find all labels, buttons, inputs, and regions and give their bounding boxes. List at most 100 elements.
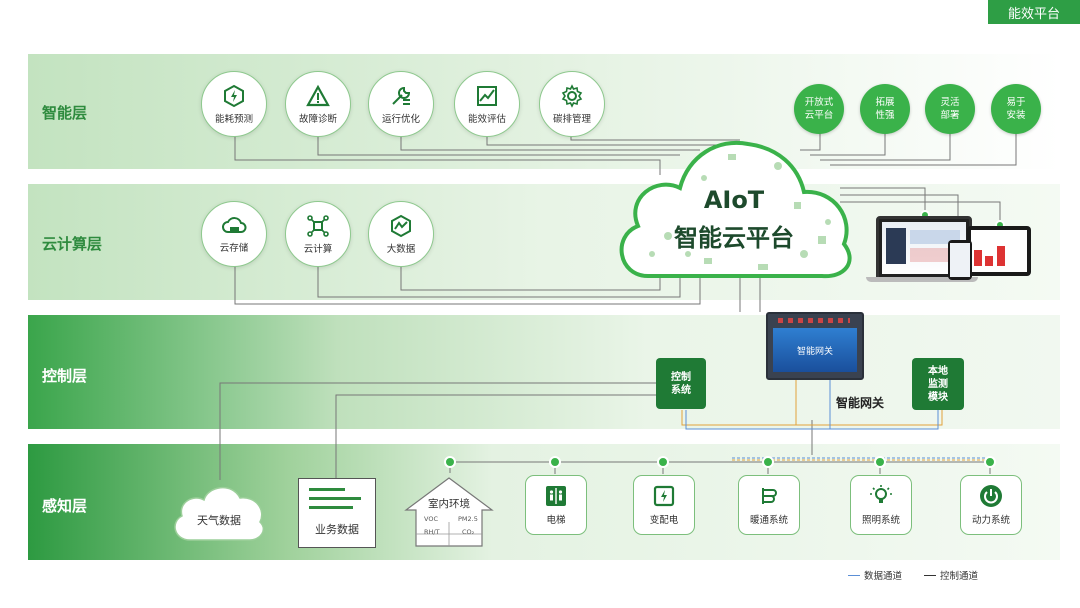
bus-node [657, 456, 669, 468]
warning-icon [306, 84, 330, 106]
weather-cloud-icon [174, 487, 264, 541]
business-data-label: 业务数据 [315, 523, 359, 536]
cloud-item-label: 大数据 [386, 243, 416, 255]
feature-flexible-deploy: 灵活部署 [925, 84, 975, 134]
feature-easy-install: 易于安装 [991, 84, 1041, 134]
feature-line: 灵活 [940, 97, 960, 108]
intel-item-energy-forecast[interactable]: 能耗预测 [201, 71, 267, 137]
cloud-item-label: 云计算 [303, 243, 333, 255]
gateway-device: 智能网关 [766, 312, 864, 380]
intel-item-label: 运行优化 [381, 113, 420, 125]
gateway-caption: 智能网关 [836, 396, 885, 410]
link-line [840, 187, 926, 215]
feature-line: 云平台 [804, 110, 834, 121]
legend-data-swatch [848, 574, 860, 576]
intel-item-operation-optimize[interactable]: 运行优化 [368, 71, 434, 137]
intel-item-efficiency-evaluation[interactable]: 能效评估 [454, 71, 520, 137]
cloud-item-storage[interactable]: 云存储 [201, 201, 267, 267]
aiot-title: AIoT [703, 186, 765, 214]
feature-extensible: 拓展性强 [860, 84, 910, 134]
corner-tag-label: 能效平台 [1007, 6, 1060, 22]
link-line [219, 382, 656, 480]
indoor-co2: CO₂ [462, 528, 475, 536]
weather-label: 天气数据 [197, 514, 241, 527]
feature-line: 易于 [1006, 97, 1026, 108]
layer-band-control [28, 315, 1060, 429]
legend-control-label: 控制通道 [940, 571, 979, 582]
intel-item-label: 故障诊断 [298, 113, 337, 125]
feature-line: 安装 [1006, 110, 1026, 121]
bus-node [549, 456, 561, 468]
power-icon [980, 485, 1002, 507]
data-analysis-icon [391, 214, 411, 237]
device-power-system[interactable]: 动力系统 [960, 475, 1022, 535]
bus-node [762, 456, 774, 468]
intel-item-fault-diagnosis[interactable]: 故障诊断 [285, 71, 351, 137]
intel-item-label: 碳排管理 [552, 113, 591, 125]
intel-item-label: 能效评估 [467, 113, 506, 125]
feature-line: 拓展 [875, 97, 895, 108]
cloud-shape [619, 140, 852, 279]
link-line [234, 250, 701, 305]
tablet-device [967, 226, 1031, 276]
link-line [810, 130, 886, 156]
device-lighting[interactable]: 照明系统 [850, 475, 912, 535]
gateway-screen-text: 智能网关 [796, 346, 833, 357]
feature-line: 开放式 [804, 97, 834, 108]
cloud-item-compute[interactable]: 云计算 [285, 201, 351, 267]
monitor-module-line: 监测 [928, 378, 948, 390]
bus-node [444, 456, 456, 468]
aiot-subtitle: 智能云平台 [674, 224, 794, 252]
corner-tag: 能效平台 [988, 0, 1080, 24]
monitor-module-line: 模块 [928, 391, 948, 403]
doc-line [309, 506, 353, 509]
feature-line: 性强 [875, 110, 895, 121]
forecast-icon [224, 84, 244, 107]
electric-box-icon [653, 485, 675, 507]
layer-label-cloud: 云计算层 [42, 235, 103, 253]
doc-line [309, 497, 361, 500]
intel-item-label: 能耗预测 [214, 113, 253, 125]
gateway-screen: 智能网关 [773, 328, 857, 372]
legend-data-label: 数据通道 [864, 571, 903, 582]
phone-device [948, 240, 972, 280]
link-line [820, 130, 951, 161]
indoor-pm: PM2.5 [458, 515, 478, 523]
control-system-line: 控制 [671, 371, 691, 383]
cloud-item-big-data[interactable]: 大数据 [368, 201, 434, 267]
doc-line [309, 488, 345, 491]
business-data-doc: 业务数据 [298, 478, 376, 548]
chart-icon [477, 85, 497, 106]
control-channel-line [681, 410, 943, 426]
network-icon [307, 214, 329, 237]
link-line [830, 130, 1017, 166]
monitor-module-line: 本地 [928, 365, 948, 377]
aiot-cloud [619, 140, 852, 279]
device-hvac[interactable]: 暖通系统 [738, 475, 800, 535]
bus-node [874, 456, 886, 468]
link-line [317, 250, 681, 298]
device-label: 照明系统 [861, 515, 900, 526]
gear-icon [561, 83, 583, 108]
cloud-item-label: 云存储 [219, 242, 249, 254]
data-channel-line [685, 410, 939, 430]
bus-node [984, 456, 996, 468]
intel-item-carbon-management[interactable]: 碳排管理 [539, 71, 605, 137]
device-label: 动力系统 [971, 515, 1010, 526]
device-power-distribution[interactable]: 变配电 [633, 475, 695, 535]
layer-label-control: 控制层 [42, 367, 88, 385]
link-line [800, 130, 821, 151]
legend: 数据通道 控制通道 [848, 568, 978, 582]
indoor-voc: VOC [424, 515, 438, 523]
device-label: 暖通系统 [749, 515, 788, 526]
layer-label-intelligence: 智能层 [42, 104, 88, 122]
hvac-icon [762, 488, 777, 504]
device-label: 变配电 [649, 515, 679, 526]
feature-open-platform: 开放式云平台 [794, 84, 844, 134]
device-elevator[interactable]: 电梯 [525, 475, 587, 535]
indoor-rh: RH/T [424, 528, 440, 536]
link-line [234, 118, 661, 175]
elevator-icon [546, 486, 566, 506]
control-system-box: 控制系统 [656, 358, 706, 409]
phone-screen [950, 243, 970, 277]
